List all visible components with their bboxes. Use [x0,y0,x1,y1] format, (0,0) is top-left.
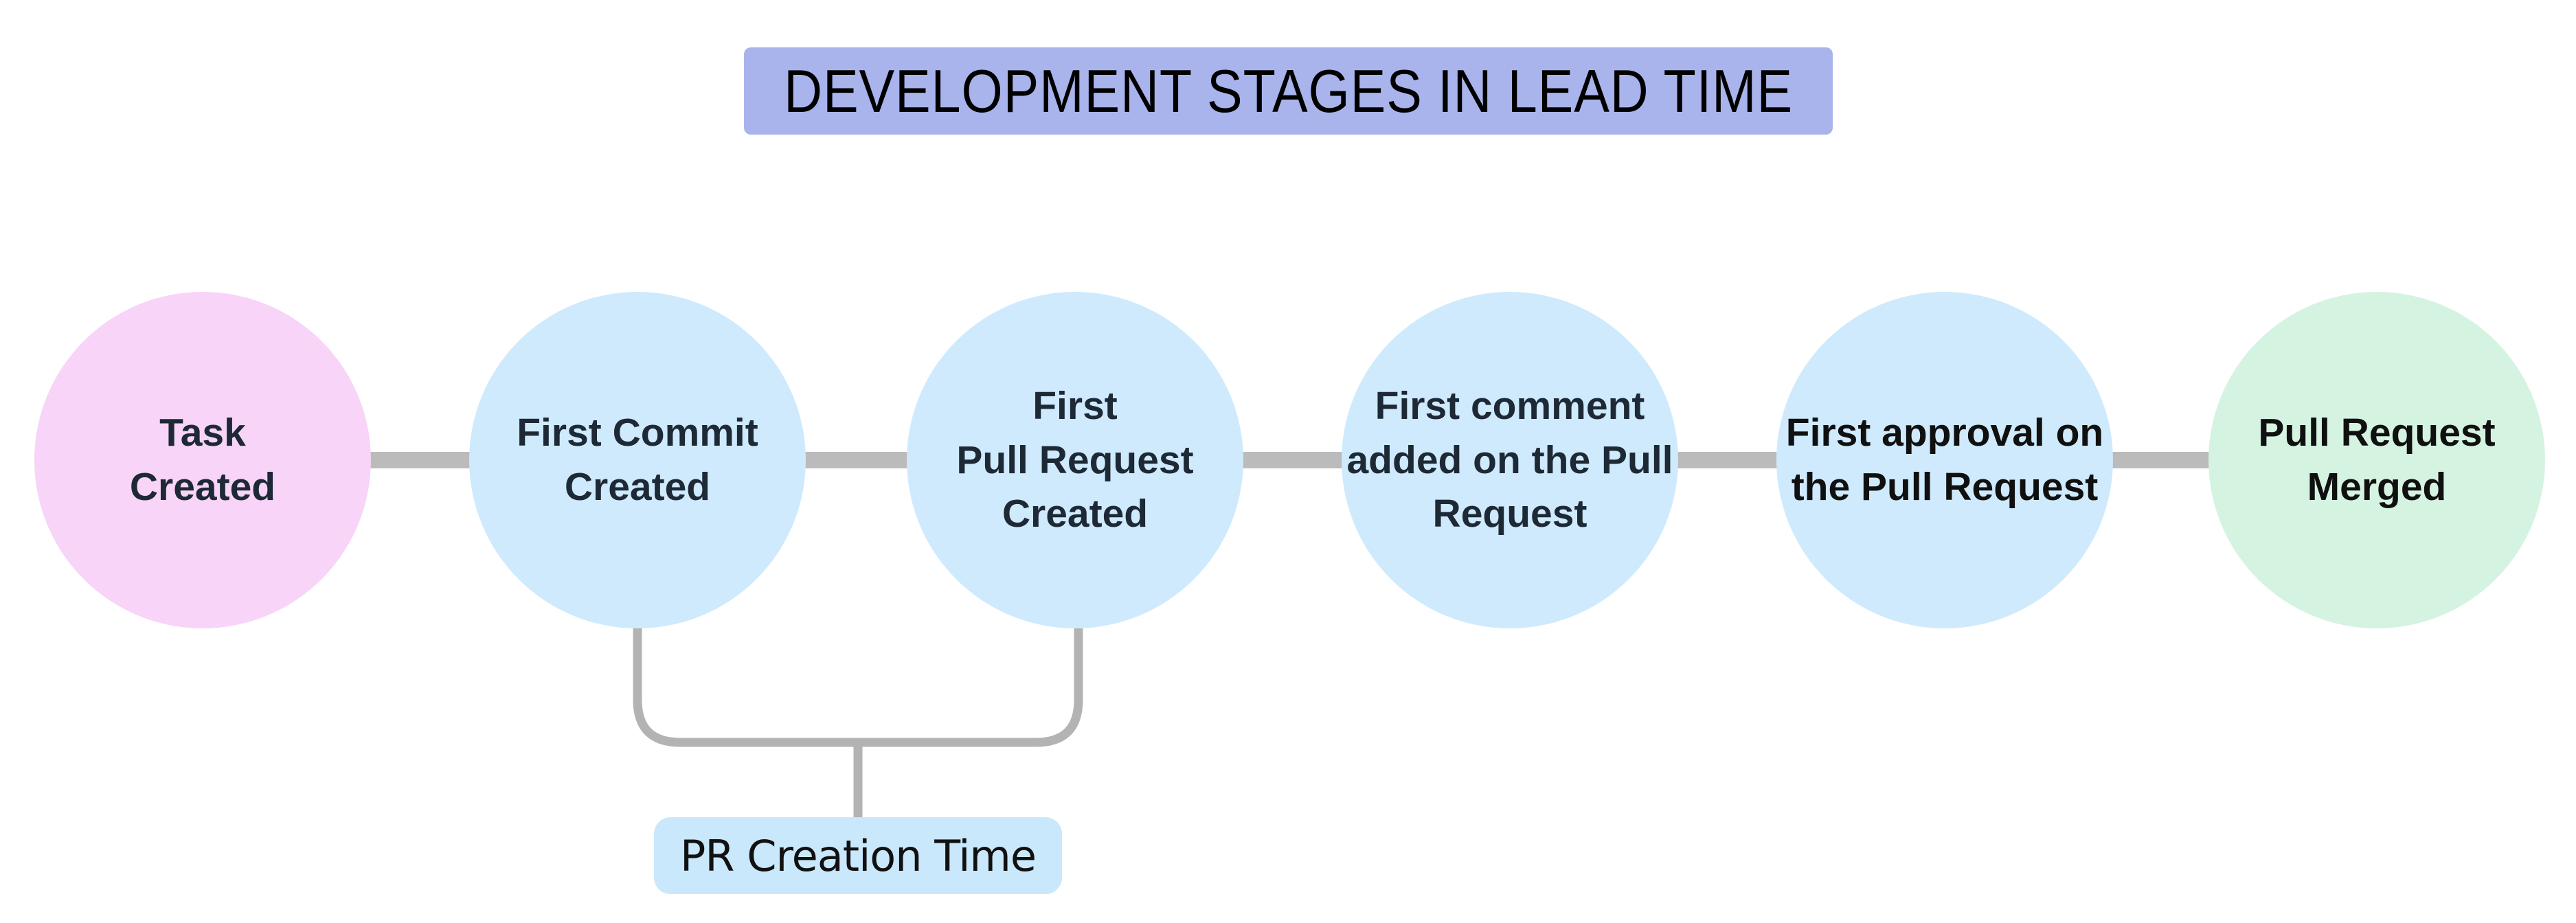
pr-creation-time-label: PR Creation Time [654,817,1062,894]
pr-creation-time-text: PR Creation Time [680,830,1037,881]
pr-creation-bracket-icon [633,628,1083,747]
stage-node-first-comment-added: First comment added on the Pull Request [1342,292,1678,628]
stage-label: Pull Request Merged [2258,411,2496,509]
stage-label: First Commit Created [517,411,758,509]
stage-node-first-commit-created: First Commit Created [469,292,806,628]
stage-node-first-approval: First approval on the Pull Request [1776,292,2113,628]
stage-label: First comment added on the Pull Request [1346,384,1673,536]
stage-node-task-created: Task Created [34,292,371,628]
diagram-title-text: DEVELOPMENT STAGES IN LEAD TIME [784,56,1793,125]
stage-label: Task Created [129,411,276,509]
stage-label: First approval on the Pull Request [1785,411,2104,509]
diagram-title: DEVELOPMENT STAGES IN LEAD TIME [744,47,1833,135]
stage-label: First Pull Request Created [956,384,1194,536]
stage-node-pull-request-merged: Pull Request Merged [2208,292,2545,628]
stage-node-first-pull-request-created: First Pull Request Created [907,292,1243,628]
